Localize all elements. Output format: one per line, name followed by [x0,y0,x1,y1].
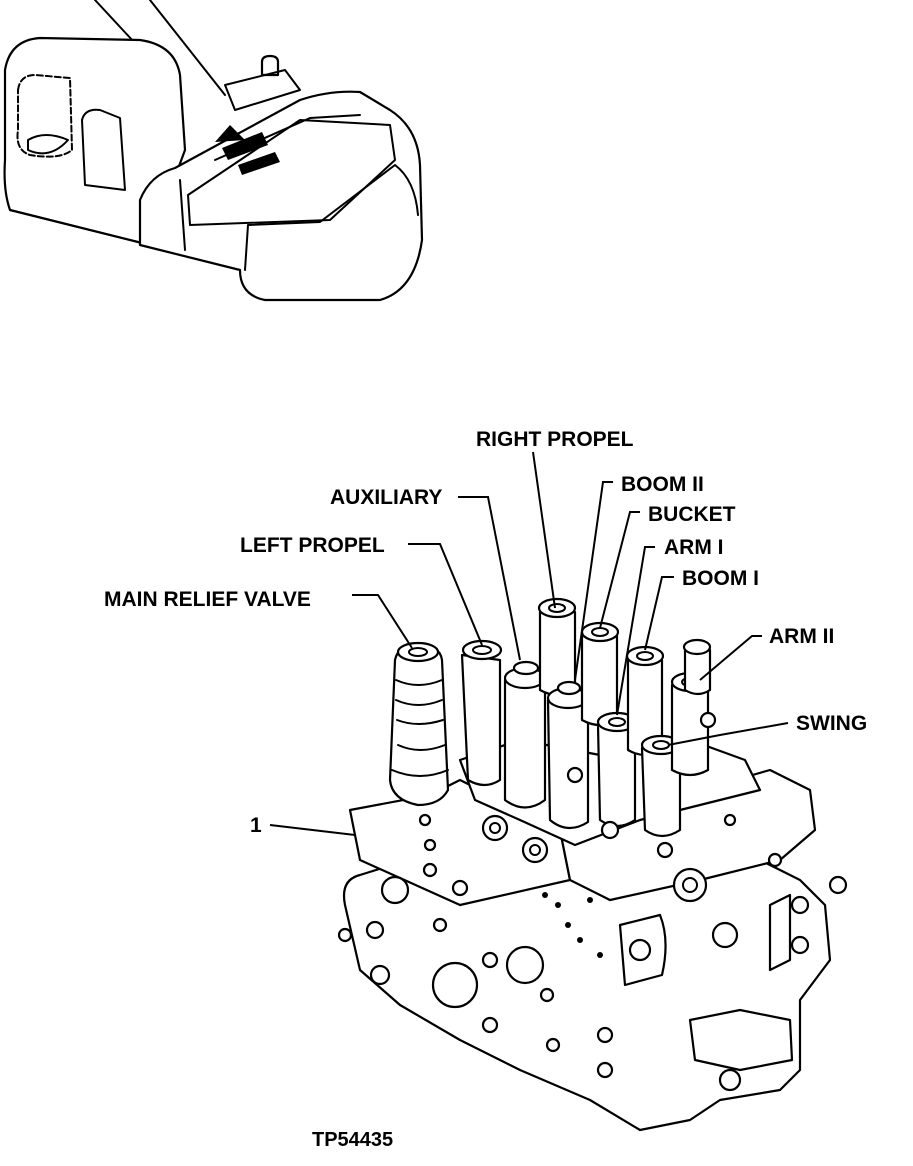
figure-id: TP54435 [312,1129,393,1151]
spool-port-bucket [580,621,620,727]
label-right-propel: RIGHT PROPEL [476,428,634,451]
spool-port-boom-ii [546,680,590,830]
label-swing: SWING [796,712,867,735]
label-main-relief-valve: MAIN RELIEF VALVE [104,588,311,611]
body-fittings [337,711,848,1092]
label-arm-i: ARM I [664,536,724,559]
label-bucket: BUCKET [648,503,736,526]
main-relief-valve-part [388,641,450,807]
control-valve-assembly [337,597,848,1132]
spool-port-right-propel [537,597,577,697]
spool-port-left-propel [460,639,503,787]
leader-lines [269,451,789,836]
label-arm-ii: ARM II [769,625,834,648]
label-boom-ii: BOOM II [621,473,704,496]
logo-icon [215,125,280,175]
label-left-propel: LEFT PROPEL [240,534,385,557]
label-item-1: 1 [250,814,262,837]
excavator-illustration [3,0,424,302]
label-boom-i: BOOM I [682,567,759,590]
label-auxiliary: AUXILIARY [330,486,442,509]
spool-port-arm-ii [670,638,712,777]
spool-port-arm-i [596,711,638,828]
